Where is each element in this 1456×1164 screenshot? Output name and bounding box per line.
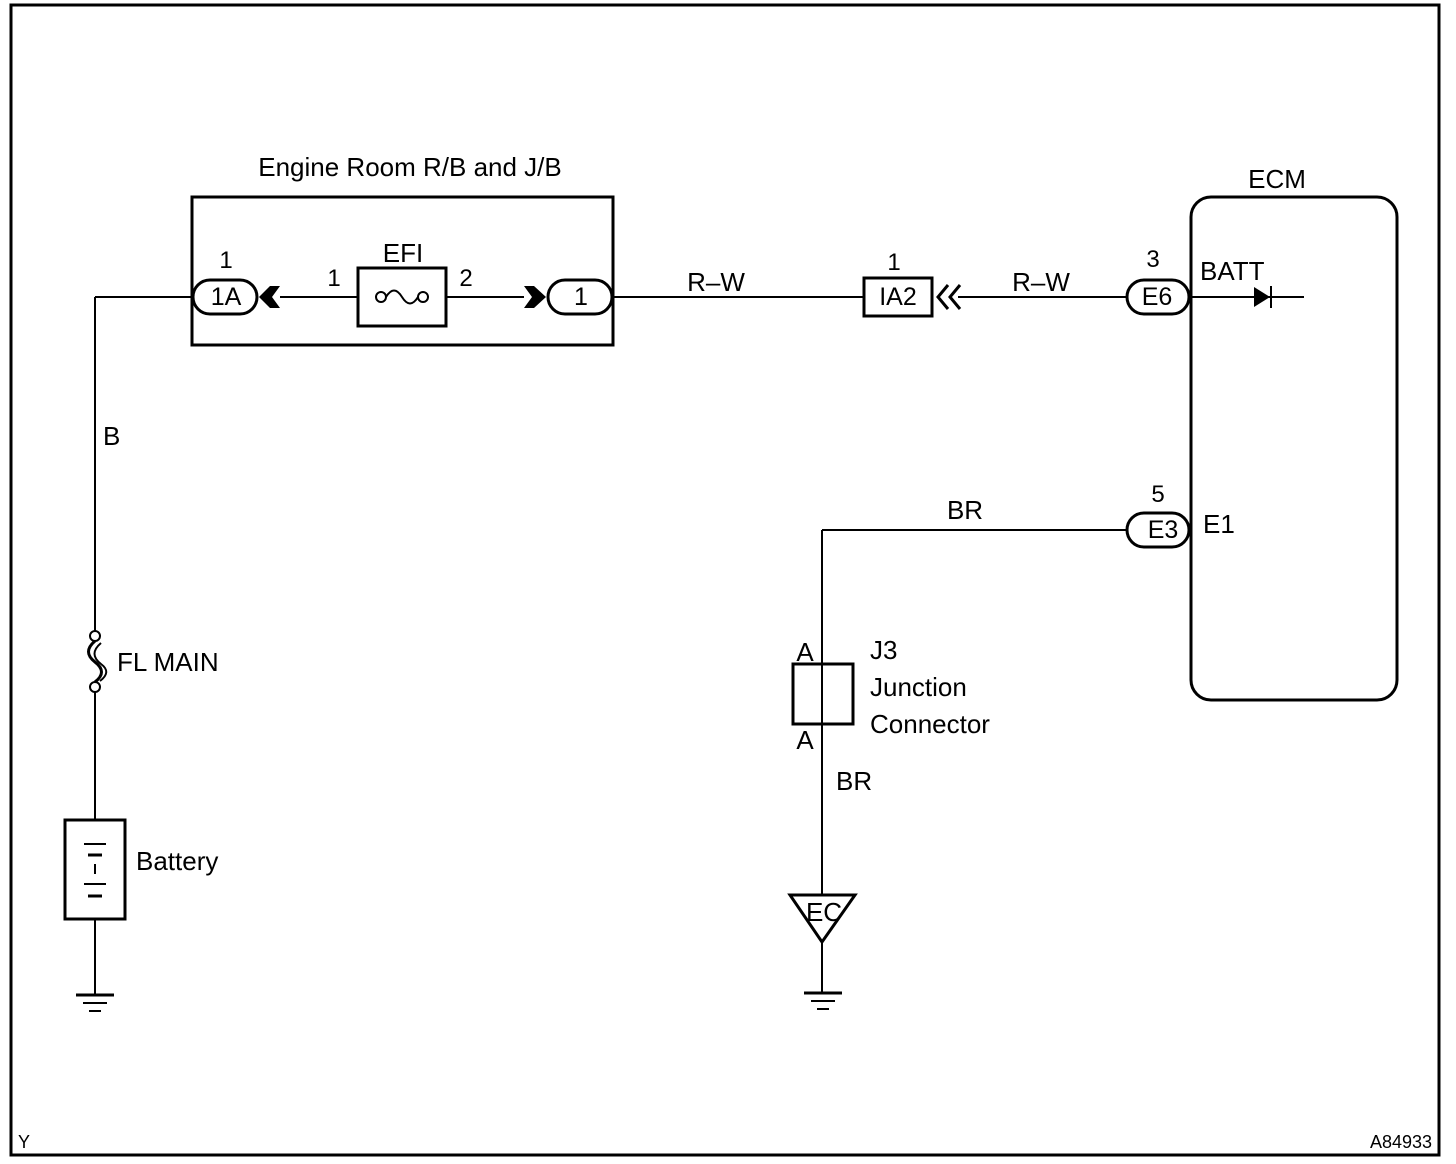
connector-e3-label: E3 bbox=[1148, 516, 1179, 544]
connector-ia2-label: IA2 bbox=[879, 283, 917, 311]
ecm-e3-pin: 5 bbox=[1151, 481, 1164, 508]
j3-pin-top: A bbox=[796, 637, 814, 667]
arrow-left-icon bbox=[259, 286, 280, 308]
wire-br-bottom-label: BR bbox=[836, 766, 872, 796]
connector-ia2-box bbox=[862, 276, 934, 318]
ecm-batt-terminal: BATT bbox=[1200, 256, 1265, 286]
relay-box-outline bbox=[190, 195, 615, 347]
wire-rw-2-label: R–W bbox=[1012, 267, 1070, 297]
battery: Battery bbox=[63, 818, 218, 921]
ecm-title: ECM bbox=[1248, 164, 1306, 194]
wire-rw-1-label: R–W bbox=[687, 267, 745, 297]
fuse-efi-pin-2: 2 bbox=[459, 265, 472, 292]
connector-e6-label: E6 bbox=[1142, 283, 1173, 311]
ecm: ECM 3 E6 BATT 5 E3 E1 bbox=[1125, 164, 1399, 702]
j3-desc-line-2: Junction bbox=[870, 672, 967, 702]
fuse-efi-label: EFI bbox=[383, 238, 423, 268]
ecm-e1-terminal: E1 bbox=[1203, 509, 1235, 539]
connector-ia2: 1 IA2 bbox=[862, 249, 962, 318]
ecm-e6-pin: 3 bbox=[1146, 246, 1159, 273]
battery-label: Battery bbox=[136, 846, 218, 876]
drawing-number: A84933 bbox=[1370, 1132, 1432, 1152]
connector-e6 bbox=[1125, 278, 1191, 316]
ecm-box bbox=[1189, 195, 1399, 702]
connector-1 bbox=[546, 278, 614, 316]
fusible-link-icon bbox=[87, 630, 108, 693]
arrow-right-icon bbox=[524, 286, 546, 308]
ground-icon bbox=[76, 993, 114, 1012]
connector-1-label: 1 bbox=[574, 283, 588, 311]
fl-main-label: FL MAIN bbox=[117, 647, 219, 677]
connector-1a-label: 1A bbox=[211, 283, 242, 311]
fuse-efi-pin-1: 1 bbox=[327, 265, 340, 292]
ground-point-ec: EC bbox=[787, 893, 858, 945]
connector-ia2-pin: 1 bbox=[887, 249, 900, 276]
relay-box: Engine Room R/B and J/B 1 1A 1 EFI 2 1 bbox=[190, 152, 615, 347]
fuse-icon bbox=[375, 289, 429, 305]
battery-icon bbox=[84, 843, 106, 898]
ground-point-triangle bbox=[787, 893, 858, 945]
j3-pin-bottom: A bbox=[796, 725, 814, 755]
j3-name: J3 bbox=[870, 635, 897, 665]
j3-desc-line-3: Connector bbox=[870, 709, 990, 739]
ground-point-ec-label: EC bbox=[806, 897, 842, 927]
ground-icon bbox=[804, 991, 842, 1010]
junction-connector-j3: A A J3 Junction Connector bbox=[791, 635, 990, 755]
diagram-frame bbox=[9, 3, 1441, 1157]
diode-icon bbox=[1254, 286, 1272, 308]
connector-1a-pin: 1 bbox=[219, 247, 232, 274]
corner-left-label: Y bbox=[18, 1132, 30, 1152]
wire-br-top-label: BR bbox=[947, 495, 983, 525]
relay-box-title: Engine Room R/B and J/B bbox=[258, 152, 562, 182]
double-chevron-icon bbox=[936, 284, 962, 310]
wire-b-label: B bbox=[103, 421, 120, 451]
